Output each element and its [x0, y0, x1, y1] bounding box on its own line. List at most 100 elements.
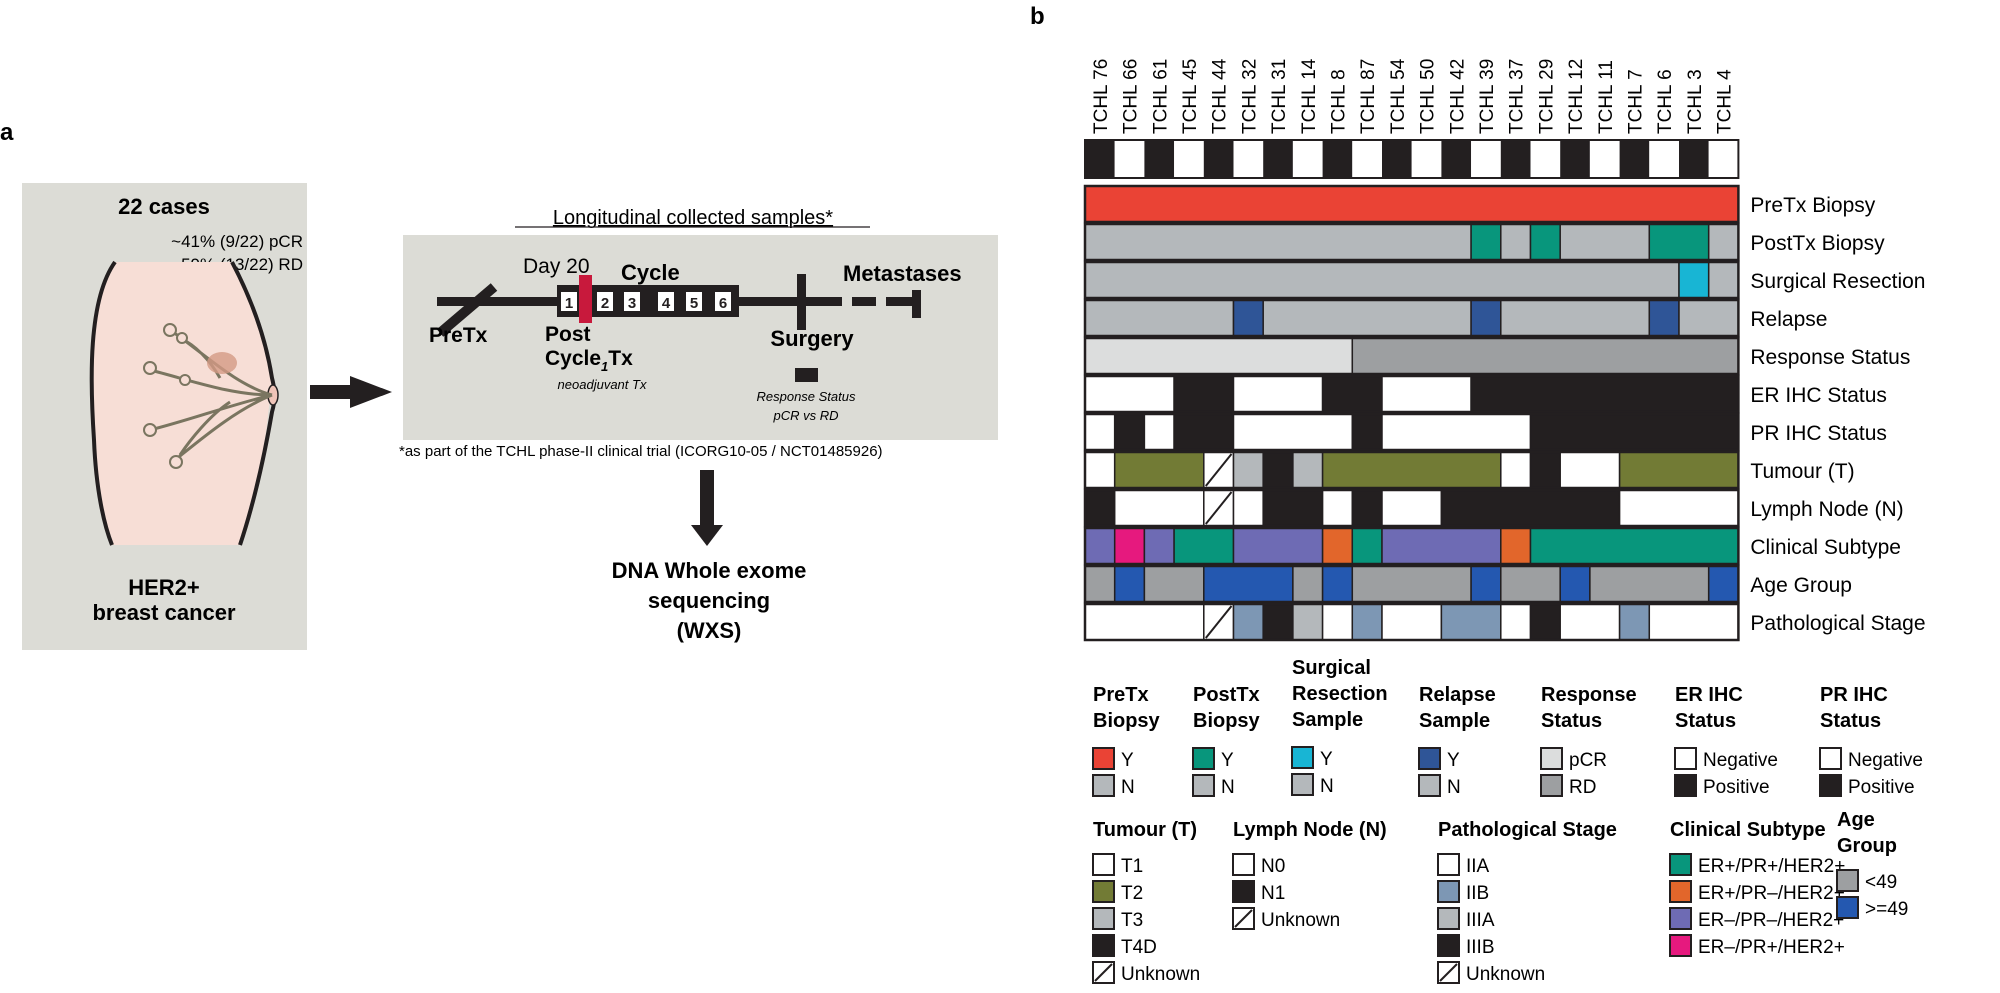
sample-strip-cell: [1500, 140, 1531, 178]
legend-item-label: T4D: [1121, 937, 1157, 958]
sample-strip-cell: [1530, 140, 1561, 178]
heatmap-cell: [1618, 603, 1651, 641]
legend-title: Pathological Stage: [1438, 819, 1617, 841]
legend-item-label: IIIB: [1466, 937, 1495, 958]
legend-item-label: N: [1121, 777, 1135, 798]
sample-label: TCHL 87: [1358, 59, 1379, 134]
legend-title: Group: [1837, 835, 1897, 857]
legend-top: PreTxBiopsyYNPostTxBiopsyYNSurgicalResec…: [1092, 657, 1923, 798]
legend-title: Resection: [1292, 683, 1388, 705]
sample-strip-cell: [1649, 140, 1679, 178]
legend-swatch: [1669, 907, 1692, 930]
legend-swatch: [1669, 880, 1692, 903]
heatmap-cell: [1381, 489, 1443, 527]
trial-footnote: *as part of the TCHL phase-II clinical t…: [399, 443, 883, 460]
sample-label: TCHL 29: [1536, 59, 1557, 134]
surgery-label: Surgery: [770, 326, 854, 351]
timeline-title: Longitudinal collected samples*: [553, 207, 833, 229]
sample-label: TCHL 11: [1596, 60, 1617, 134]
sample-label: TCHL 12: [1566, 59, 1587, 134]
row-label-pathological-stage: Pathological Stage: [1750, 612, 1925, 635]
panel-b-label: b: [1030, 3, 1045, 30]
day20-marker: [579, 275, 592, 323]
heatmap-cell: [1173, 413, 1235, 451]
heatmap-cell: [1084, 337, 1354, 375]
sample-label: TCHL 14: [1299, 58, 1320, 134]
heatmap-cell: [1321, 565, 1354, 603]
wxs-line2: sequencing: [648, 588, 770, 613]
legend-title: ER IHC: [1675, 684, 1743, 706]
legend-title: Clinical Subtype: [1670, 819, 1826, 841]
legend-swatch: [1291, 746, 1314, 769]
arrow-right-icon: [310, 376, 392, 408]
heatmap-cell: [1084, 299, 1235, 337]
legend-swatch: [1669, 934, 1692, 957]
legend-title: PreTx: [1093, 684, 1149, 706]
sample-strip-cell: [1144, 140, 1175, 178]
heatmap-cell: [1559, 565, 1591, 603]
legend-swatch: [1092, 747, 1115, 770]
day-label: Day 20: [523, 255, 590, 278]
heatmap-cell: [1351, 565, 1472, 603]
heatmap-cell: [1173, 527, 1235, 565]
heatmap-cell: [1232, 451, 1264, 489]
sample-label: TCHL 4: [1715, 69, 1736, 134]
heatmap-cell: [1232, 603, 1264, 641]
row-label-age-group: Age Group: [1750, 574, 1852, 597]
legend-title: Relapse: [1419, 684, 1496, 706]
legend-item-label: Unknown: [1466, 964, 1545, 985]
cycle-2: 2: [601, 295, 609, 312]
wxs-line1: DNA Whole exome: [612, 558, 807, 583]
heatmap-cell: [1470, 299, 1502, 337]
sample-strip-cell: [1560, 140, 1590, 178]
sample-strip-cell: [1619, 140, 1650, 178]
sample-label: TCHL 39: [1477, 59, 1498, 134]
legend-swatch: [1192, 774, 1215, 797]
heatmap-cell: [1173, 375, 1235, 413]
heatmap-cell: [1262, 451, 1294, 489]
heatmap-cell: [1529, 413, 1740, 451]
cycle-4: 4: [662, 295, 671, 312]
legend-item-label: Positive: [1703, 777, 1770, 798]
legend-title: Lymph Node (N): [1233, 819, 1387, 841]
legend-swatch: [1192, 747, 1215, 770]
sample-strip-cell: [1679, 140, 1709, 178]
heatmap-cell: [1500, 451, 1532, 489]
heatmap-cell: [1321, 527, 1354, 565]
sample-strip-cell: [1233, 140, 1264, 178]
cancer-type-line1: HER2+: [128, 575, 200, 600]
heatmap-cell: [1232, 527, 1324, 565]
heatmap-cell: [1292, 451, 1324, 489]
sample-label: TCHL 44: [1210, 58, 1231, 134]
response-status-label: Response Status: [756, 389, 856, 404]
heatmap-cell: [1084, 185, 1740, 223]
legend-swatch: [1232, 880, 1255, 903]
sample-label: TCHL 54: [1388, 58, 1409, 134]
heatmap-cell: [1321, 603, 1354, 641]
legend-swatch: [1540, 774, 1563, 797]
wxs-line3: (WXS): [677, 618, 742, 643]
heatmap-cell: [1084, 261, 1680, 299]
row-label-response-status: Response Status: [1750, 346, 1910, 369]
legend-title: Age: [1837, 809, 1875, 831]
sample-label: TCHL 31: [1269, 59, 1290, 134]
heatmap-cell: [1381, 375, 1472, 413]
legend-title: Surgical: [1292, 657, 1371, 679]
legend-item-label: ER–/PR–/HER2+: [1698, 910, 1844, 931]
sample-label: TCHL 42: [1447, 59, 1468, 134]
legend-title: Tumour (T): [1093, 819, 1197, 841]
legend-title: Biopsy: [1093, 710, 1161, 732]
legend-item-label: <49: [1865, 872, 1897, 893]
row-label-pretx-biopsy: PreTx Biopsy: [1750, 194, 1875, 217]
heatmap-cell: [1143, 527, 1175, 565]
legend-item-label: Y: [1320, 749, 1333, 770]
heatmap-cell: [1084, 451, 1116, 489]
response-marker: [795, 368, 818, 382]
legend-item-label: Negative: [1703, 750, 1778, 771]
